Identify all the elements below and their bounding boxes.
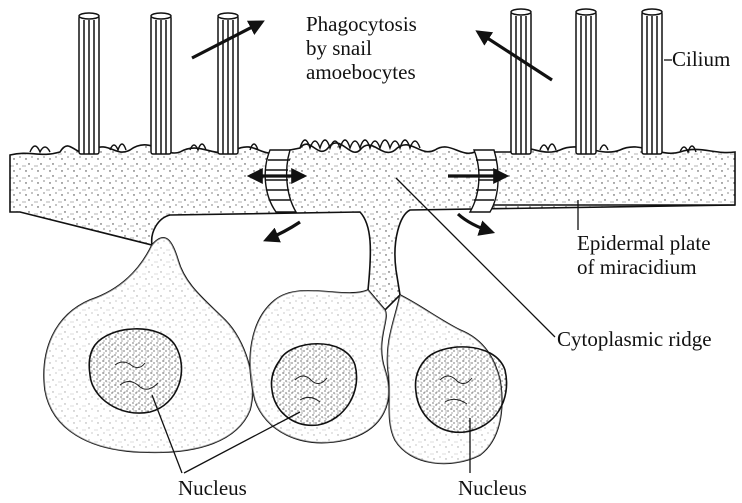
detach-arrow-right xyxy=(458,214,492,232)
cilium-2 xyxy=(151,16,171,154)
phagocytosis-label-line3: amoebocytes xyxy=(306,60,417,84)
nucleus-left xyxy=(89,329,181,413)
nucleus-label-right: Nucleus xyxy=(458,476,527,500)
nucleus-right xyxy=(415,347,506,432)
nucleus-label-left: Nucleus xyxy=(178,476,247,500)
cilium-1 xyxy=(79,16,99,154)
phagocytosis-label-line1: Phagocytosis xyxy=(306,12,417,36)
cilium-4 xyxy=(511,12,531,154)
epidermal-plate-label-line1: Epidermal plate xyxy=(577,231,711,255)
detach-arrow-left xyxy=(266,222,300,240)
epidermal-plate-label-line2: of miracidium xyxy=(577,255,711,279)
cilium-label: Cilium xyxy=(672,47,730,71)
phagocytosis-label: Phagocytosis by snail amoebocytes xyxy=(306,12,417,84)
epidermal-plate-label: Epidermal plate of miracidium xyxy=(577,231,711,279)
cilium-6 xyxy=(642,12,662,154)
cilium-5 xyxy=(576,12,596,154)
cytoplasmic-ridge-label: Cytoplasmic ridge xyxy=(557,327,712,351)
phagocytosis-label-line2: by snail xyxy=(306,36,417,60)
epidermal-plate xyxy=(10,140,735,310)
